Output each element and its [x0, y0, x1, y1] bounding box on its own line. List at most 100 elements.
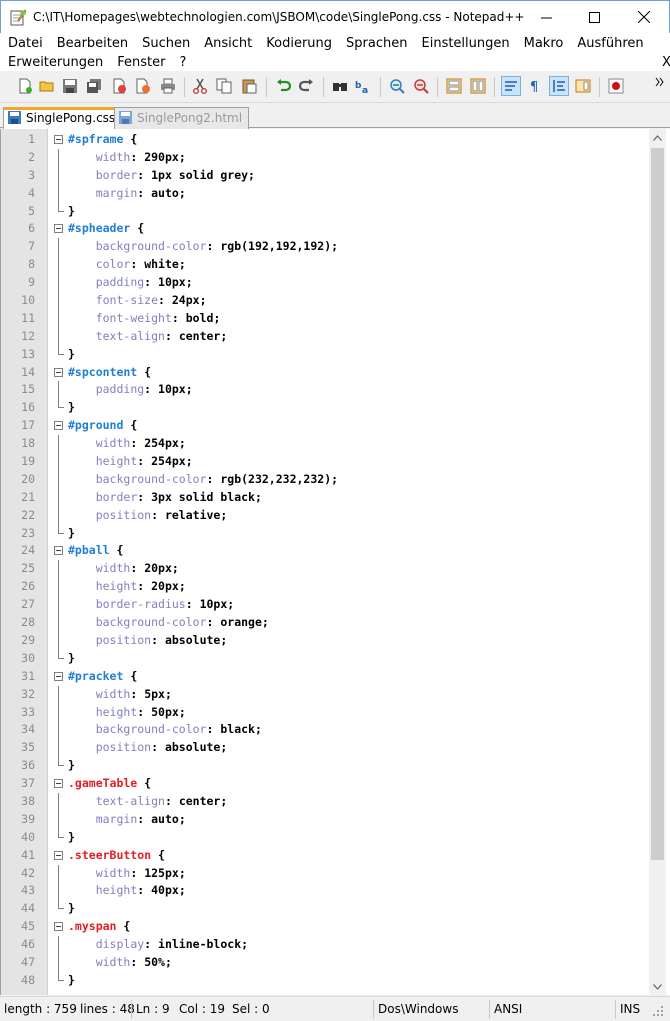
code-line[interactable]: 37.gameTable { [1, 775, 649, 793]
code-line[interactable]: 15 padding: 10px; [1, 381, 649, 400]
menu-datei[interactable]: Datei [8, 36, 43, 51]
status-encoding[interactable]: ANSI [494, 1002, 523, 1016]
code-line[interactable]: 35 position: absolute; [1, 739, 649, 758]
code-line[interactable]: 2 width: 290px; [1, 148, 649, 167]
code-line[interactable]: 28 background-color: orange; [1, 614, 649, 632]
show-all-characters-button[interactable]: ¶ [525, 76, 545, 96]
code-line[interactable]: 7 background-color: rgb(192,192,192); [1, 238, 649, 257]
zoom-out-button[interactable] [411, 76, 431, 96]
fold-toggle-icon[interactable] [54, 421, 63, 431]
menu-kodierung[interactable]: Kodierung [266, 36, 333, 51]
code-line[interactable]: 42 width: 125px; [1, 864, 649, 883]
code-line[interactable]: 14#spcontent { [1, 364, 649, 382]
tab-singlepong2-html[interactable]: SinglePong2.html [114, 107, 250, 129]
code-line[interactable]: 11 font-weight: bold; [1, 309, 649, 328]
zoom-in-button[interactable] [387, 76, 407, 96]
fold-margin[interactable] [48, 129, 64, 995]
status-insert-mode[interactable]: INS [620, 1002, 641, 1016]
code-line[interactable]: 8 color: white; [1, 256, 649, 275]
cut-button[interactable] [190, 76, 210, 96]
code-line[interactable]: 40} [1, 828, 649, 847]
menu-einstellungen[interactable]: Einstellungen [421, 36, 510, 51]
code-line[interactable]: 19 height: 254px; [1, 453, 649, 471]
sync-horizontal-button[interactable] [468, 76, 488, 96]
scrollbar-thumb[interactable] [651, 148, 664, 860]
scroll-up-button[interactable] [649, 129, 666, 146]
menu-help[interactable]: ? [179, 55, 187, 70]
code-line[interactable]: 10 font-size: 24px; [1, 292, 649, 310]
tab-singlepong-css[interactable]: SinglePong.css [3, 107, 123, 129]
code-line[interactable]: 21 border: 3px solid black; [1, 488, 649, 507]
code-line[interactable]: 27 border-radius: 10px; [1, 596, 649, 615]
save-all-button[interactable] [84, 76, 104, 96]
menu-makro[interactable]: Makro [523, 36, 564, 51]
code-line[interactable]: 33 height: 50px; [1, 703, 649, 722]
minimize-button[interactable] [523, 1, 569, 33]
fold-toggle-icon[interactable] [54, 546, 63, 556]
copy-button[interactable] [214, 76, 234, 96]
code-line[interactable]: 4 margin: auto; [1, 184, 649, 203]
code-line[interactable]: 23} [1, 524, 649, 543]
code-line[interactable]: 20 background-color: rgb(232,232,232); [1, 470, 649, 489]
code-editor[interactable]: 1#spframe {2 width: 290px;3 border: 1px … [0, 129, 670, 995]
code-line[interactable]: 16} [1, 399, 649, 417]
menu-suchen[interactable]: Suchen [142, 36, 191, 51]
menu-ansicht[interactable]: Ansicht [204, 36, 253, 51]
code-line[interactable]: 32 width: 5px; [1, 685, 649, 704]
code-line[interactable]: 9 padding: 10px; [1, 274, 649, 293]
code-line[interactable]: 34 background-color: black; [1, 721, 649, 740]
code-line[interactable]: 39 margin: auto; [1, 810, 649, 829]
code-line[interactable]: 18 width: 254px; [1, 435, 649, 454]
paste-button[interactable] [239, 76, 259, 96]
code-line[interactable]: 36} [1, 757, 649, 775]
vertical-scrollbar[interactable] [649, 129, 666, 995]
fold-toggle-icon[interactable] [54, 367, 63, 377]
code-line[interactable]: 45.myspan { [1, 918, 649, 936]
code-line[interactable]: 3 border: 1px solid grey; [1, 166, 649, 185]
close-all-button[interactable] [133, 76, 153, 96]
save-button[interactable] [60, 76, 80, 96]
status-eol-format[interactable]: Dos\Windows [378, 1002, 459, 1016]
code-line[interactable]: 1#spframe { [1, 131, 649, 149]
new-file-button[interactable] [15, 76, 35, 96]
code-line[interactable]: 48} [1, 971, 649, 990]
code-line[interactable]: 24#pball { [1, 542, 649, 560]
menu-fenster[interactable]: Fenster [117, 55, 166, 70]
code-line[interactable]: 47 width: 50%; [1, 953, 649, 972]
close-file-button[interactable] [109, 76, 129, 96]
menu-ausf-hren[interactable]: Ausführen [577, 36, 644, 51]
code-line[interactable]: 17#pground { [1, 417, 649, 435]
code-line[interactable]: 29 position: absolute; [1, 631, 649, 650]
word-wrap-button[interactable] [501, 76, 521, 96]
sync-vertical-button[interactable] [444, 76, 464, 96]
fold-toggle-icon[interactable] [54, 135, 63, 144]
code-line[interactable]: 12 text-align: center; [1, 327, 649, 346]
indent-guide-button[interactable] [549, 76, 569, 96]
redo-button[interactable] [297, 76, 317, 96]
code-line[interactable]: 38 text-align: center; [1, 792, 649, 811]
code-line[interactable]: 6#spheader { [1, 220, 649, 238]
find-button[interactable] [330, 76, 350, 96]
close-window-button[interactable] [621, 1, 667, 33]
record-macro-button[interactable] [606, 76, 626, 96]
fold-toggle-icon[interactable] [54, 671, 63, 681]
resize-grip-icon[interactable] [652, 1005, 664, 1017]
undo-button[interactable] [273, 76, 293, 96]
print-button[interactable] [158, 76, 178, 96]
close-document-x[interactable]: X [662, 55, 670, 70]
code-line[interactable]: 22 position: relative; [1, 506, 649, 525]
code-line[interactable]: 44} [1, 900, 649, 918]
code-line[interactable]: 31#pracket { [1, 668, 649, 686]
code-line[interactable]: 13} [1, 345, 649, 364]
fold-toggle-icon[interactable] [54, 922, 63, 932]
menu-sprachen[interactable]: Sprachen [346, 36, 408, 51]
toolbar-overflow-button[interactable] [650, 72, 670, 92]
code-line[interactable]: 43 height: 40px; [1, 882, 649, 901]
code-line[interactable]: 25 width: 20px; [1, 560, 649, 579]
code-line[interactable]: 46 display: inline-block; [1, 936, 649, 954]
code-line[interactable]: 41.steerButton { [1, 847, 649, 865]
code-line[interactable]: 5} [1, 202, 649, 221]
fold-toggle-icon[interactable] [54, 779, 63, 789]
fold-toggle-icon[interactable] [54, 224, 63, 234]
